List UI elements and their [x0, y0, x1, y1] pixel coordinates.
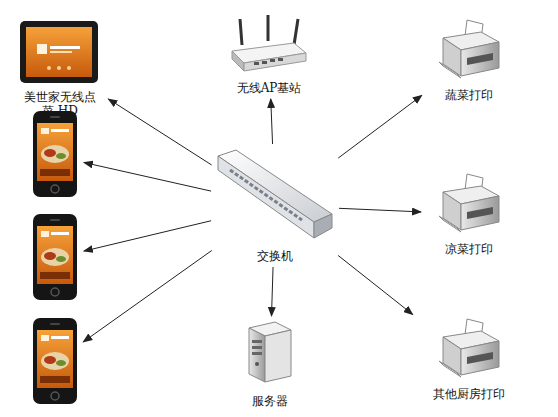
- server-icon: [245, 320, 295, 384]
- device-label: 其他厨房打印: [413, 387, 525, 401]
- device-label: 交换机: [215, 249, 335, 263]
- arrow-connector: [339, 208, 421, 212]
- phone-icon: [32, 317, 78, 405]
- arrow-connector: [83, 251, 211, 342]
- arrow-connector: [84, 221, 211, 251]
- device-label: 凉菜打印: [425, 242, 513, 256]
- network-switch: 交换机: [215, 148, 335, 263]
- printer-device: 其他厨房打印: [413, 317, 525, 401]
- arrow-connector: [271, 99, 273, 144]
- arrow-connector: [108, 99, 211, 165]
- tablet-device: 美世家无线点菜 HD: [15, 18, 105, 118]
- device-label: 蔬菜打印: [425, 88, 513, 102]
- device-label: 无线AP基站: [228, 81, 310, 95]
- arrow-connector: [338, 95, 422, 158]
- printer-icon: [437, 172, 501, 234]
- phone-device: [30, 110, 80, 202]
- device-label: 服务器: [235, 394, 305, 408]
- router-icon: [228, 15, 308, 75]
- printer-device: 蔬菜打印: [425, 18, 513, 102]
- phone-device: [30, 317, 80, 407]
- access-point: 无线AP基站: [228, 15, 310, 95]
- arrow-connector: [84, 163, 211, 192]
- tablet-icon: [19, 20, 99, 84]
- arrow-connector: [272, 267, 274, 316]
- switch-icon: [216, 148, 334, 240]
- printer-icon: [437, 317, 501, 379]
- printer-device: 凉菜打印: [425, 172, 513, 256]
- phone-device: [30, 213, 80, 303]
- phone-icon: [32, 213, 78, 301]
- server-device: 服务器: [235, 320, 305, 408]
- arrow-connector: [338, 255, 413, 314]
- printer-icon: [437, 18, 501, 80]
- phone-icon: [32, 110, 78, 198]
